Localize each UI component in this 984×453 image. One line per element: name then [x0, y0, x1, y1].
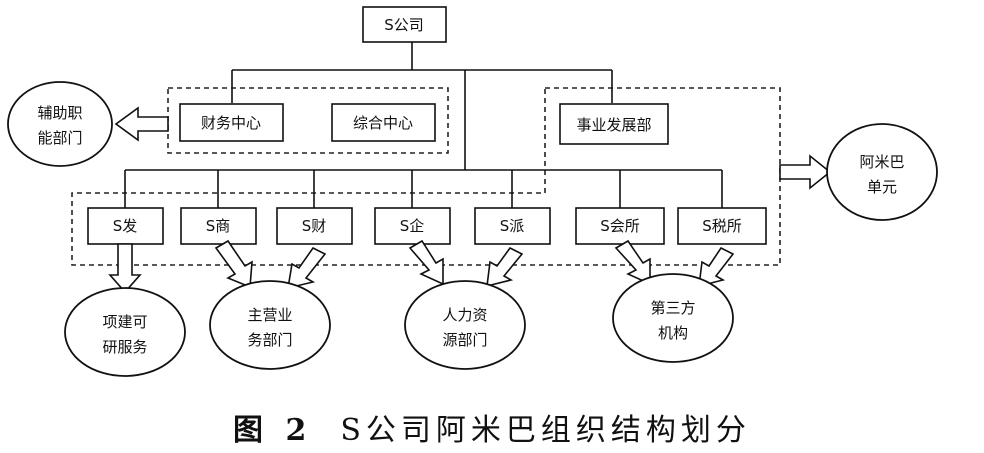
node-finance-center [179, 103, 284, 142]
node-s-huisuo [575, 207, 665, 245]
ellipse-auxiliary [7, 81, 113, 167]
business-group-frame [71, 87, 781, 266]
arrow-diag-icon [214, 239, 253, 289]
node-label-s-fa: S发 [113, 217, 138, 235]
node-business-dept [559, 103, 669, 145]
node-label-s-cai: S财 [302, 217, 327, 235]
ellipse-label: 主营业 [247, 306, 292, 324]
node-s-pai [474, 207, 551, 245]
arrow-down-icon [108, 243, 142, 294]
node-general-center [331, 103, 436, 142]
node-s-fa [87, 207, 164, 245]
ellipse-label: 人力资 [442, 306, 487, 324]
ellipse-label: 单元 [867, 178, 897, 196]
arrow-left-icon [114, 106, 169, 142]
node-label-s-pai: S派 [500, 217, 525, 235]
ellipse-label: 辅助职 [37, 104, 82, 122]
figure-number: 图 2 [233, 413, 313, 448]
ellipse-third-party [612, 273, 734, 363]
node-s-shuisuo [677, 207, 767, 245]
arrow-diag-icon [287, 246, 327, 290]
node-s-cai [276, 207, 353, 245]
ellipse-label: 阿米巴 [859, 153, 904, 171]
node-label-business: 事业发展部 [576, 116, 651, 134]
ellipse-research [64, 287, 186, 377]
node-label-s-hui: S会所 [600, 217, 640, 235]
arrow-diag-icon [486, 246, 524, 288]
ellipse-label: 项建可 [102, 313, 147, 331]
arrow-diag-icon [614, 239, 651, 286]
node-label-s-qi: S企 [400, 217, 425, 235]
ellipse-main-business [209, 280, 331, 370]
connector-lines [124, 42, 723, 208]
arrow-diag-icon [408, 239, 444, 286]
box-labels: S公司 财务中心 综合中心 事业发展部 S发 S商 S财 S企 S派 S会所 S… [113, 16, 742, 235]
ellipse-amiba-unit [826, 123, 938, 221]
node-label-s-shui: S税所 [702, 217, 742, 235]
ellipse-label: 务部门 [247, 331, 292, 349]
ellipses [7, 81, 938, 377]
ellipse-label: 研服务 [102, 338, 147, 356]
figure-caption: 图 2 S公司阿米巴组织结构划分 [0, 405, 984, 449]
node-s-shang [180, 207, 257, 245]
node-s-company [362, 6, 447, 43]
ellipse-label: 源部门 [442, 331, 487, 349]
ellipse-label: 机构 [658, 324, 688, 342]
node-label-s-shang: S商 [206, 217, 231, 235]
node-s-qi [374, 207, 451, 245]
boxes [87, 6, 767, 245]
ellipse-hr [404, 280, 526, 370]
ellipse-label: 能部门 [37, 129, 82, 147]
ellipse-label: 第三方 [650, 299, 695, 317]
node-label-finance: 财务中心 [201, 114, 261, 132]
arrow-right-icon [779, 154, 832, 190]
ellipse-labels: 辅助职 能部门 阿米巴 单元 项建可 研服务 主营业 务部门 人力资 源部门 第… [37, 104, 904, 356]
node-label-general: 综合中心 [353, 114, 413, 132]
block-arrows [108, 106, 832, 294]
figure-title: S公司阿米巴组织结构划分 [340, 413, 751, 448]
node-label-root: S公司 [384, 16, 424, 34]
